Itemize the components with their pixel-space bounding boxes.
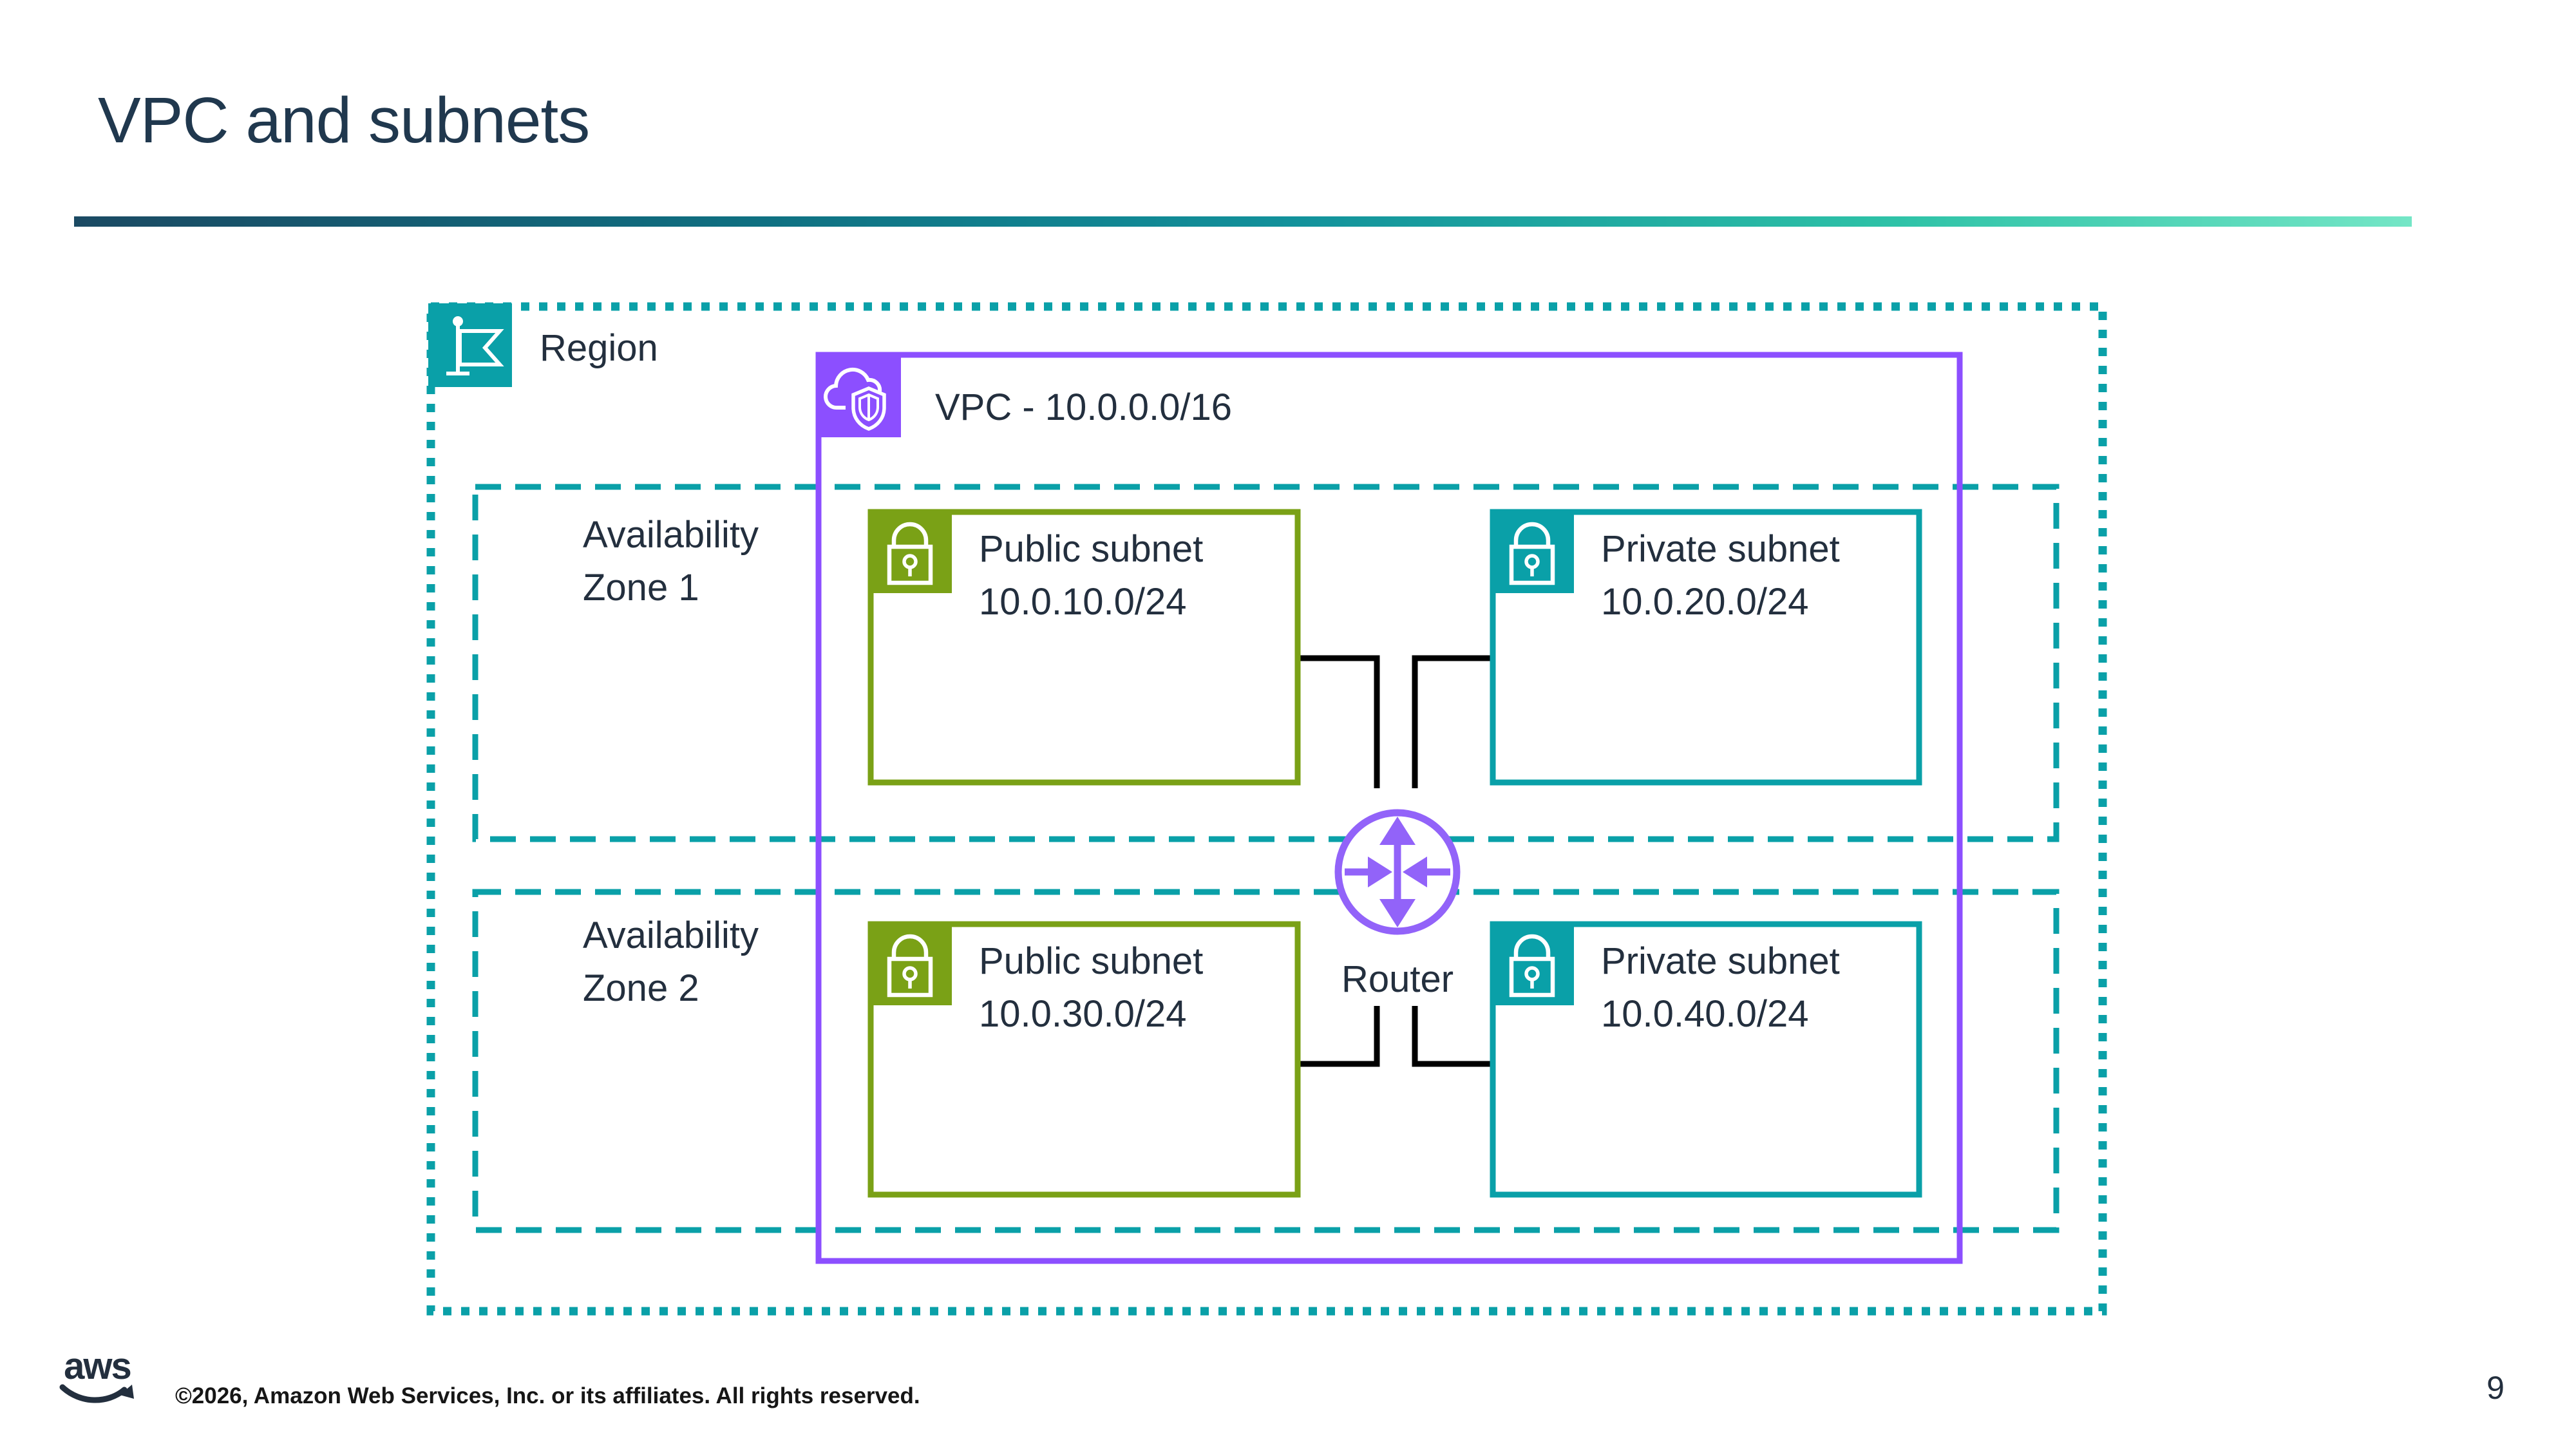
aws-smile-icon — [59, 1384, 134, 1403]
subnet-cidr-label: 10.0.20.0/24 — [1601, 581, 1809, 623]
connector-az2-public — [1298, 1006, 1380, 1067]
region-flag-icon — [428, 303, 512, 387]
title-divider — [74, 216, 2412, 227]
private-subnet-1-label: Private subnet 10.0.20.0/24 — [1601, 523, 1840, 629]
router-icon — [1334, 809, 1461, 935]
az1-line1: Availability — [583, 514, 759, 556]
page-title: VPC and subnets — [98, 84, 590, 156]
subnet-name-label: Private subnet — [1601, 940, 1840, 982]
public-subnet-1-lock-icon — [868, 509, 952, 593]
page-number: 9 — [2486, 1370, 2505, 1406]
aws-logo: aws — [55, 1345, 139, 1408]
subnet-cidr-label: 10.0.10.0/24 — [979, 581, 1187, 623]
private-subnet-2-label: Private subnet 10.0.40.0/24 — [1601, 935, 1840, 1041]
public-subnet-1-label: Public subnet 10.0.10.0/24 — [979, 523, 1203, 629]
connector-az1-private — [1412, 655, 1493, 788]
private-subnet-2-lock-icon — [1490, 922, 1574, 1005]
public-subnet-2-label: Public subnet 10.0.30.0/24 — [979, 935, 1203, 1041]
availability-zone-1-label: Availability Zone 1 — [583, 509, 759, 614]
region-label: Region — [540, 327, 658, 369]
subnet-name-label: Public subnet — [979, 940, 1204, 982]
copyright-text: ©2026, Amazon Web Services, Inc. or its … — [175, 1383, 920, 1408]
vpc-box — [815, 352, 1963, 1264]
public-subnet-2-lock-icon — [868, 922, 952, 1005]
vpc-label: VPC - 10.0.0.0/16 — [935, 386, 1233, 428]
az2-line2: Zone 2 — [583, 967, 699, 1009]
subnet-cidr-label: 10.0.30.0/24 — [979, 993, 1187, 1035]
router-label: Router — [1341, 958, 1454, 1000]
connector-lines — [1298, 655, 1493, 1067]
subnet-name-label: Private subnet — [1601, 528, 1840, 570]
region-box — [426, 302, 2107, 1316]
vpc-cloud-shield-icon — [816, 352, 901, 437]
aws-logo-text: aws — [64, 1345, 132, 1387]
availability-zone-2-label: Availability Zone 2 — [583, 909, 759, 1015]
private-subnet-1-lock-icon — [1490, 509, 1574, 593]
connector-az1-public — [1298, 655, 1380, 788]
connector-az2-private — [1412, 1006, 1493, 1067]
subnet-name-label: Public subnet — [979, 528, 1204, 570]
availability-zone-1-box — [472, 484, 2060, 842]
az1-line2: Zone 1 — [583, 567, 699, 609]
subnet-cidr-label: 10.0.40.0/24 — [1601, 993, 1809, 1035]
az2-line1: Availability — [583, 914, 759, 956]
